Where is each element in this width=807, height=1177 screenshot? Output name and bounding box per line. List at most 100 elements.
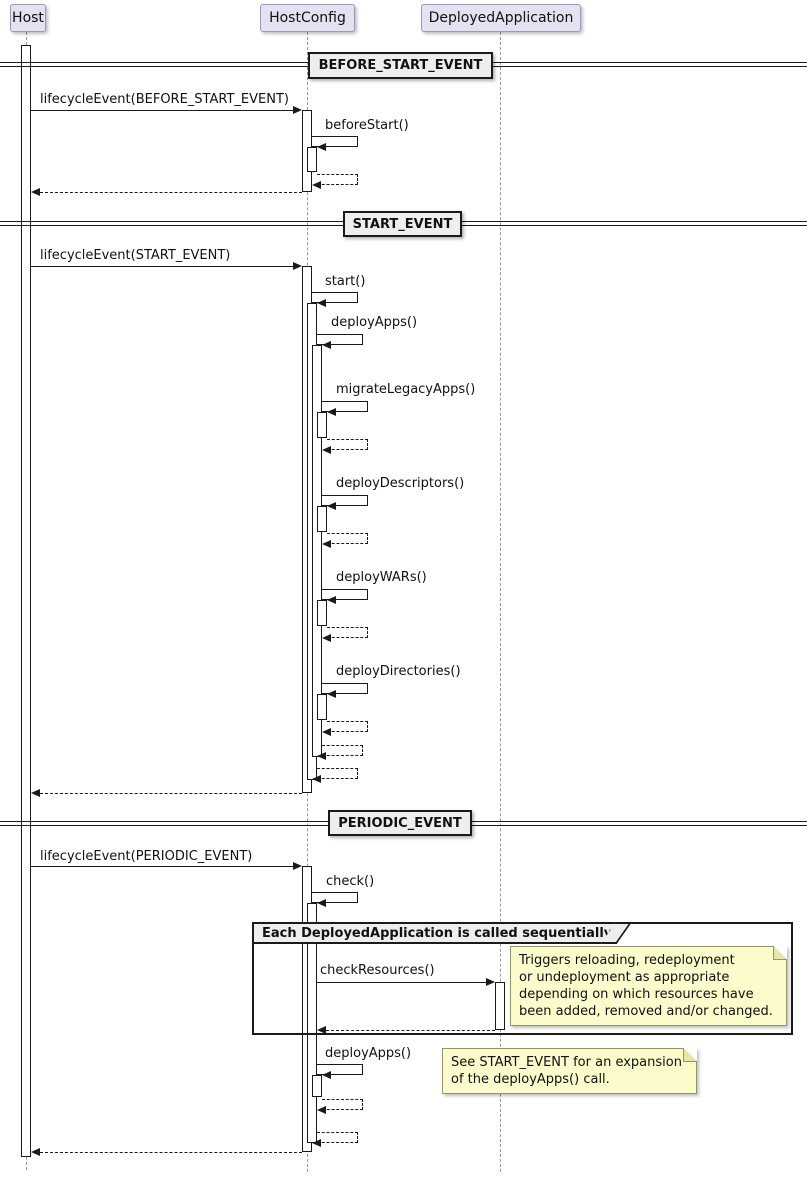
activation-deploy-wars <box>317 600 327 626</box>
lifeline-host-bottom <box>26 1157 27 1170</box>
group-label-text: Each DeployedApplication is called seque… <box>252 922 617 944</box>
divider-start-event: START_EVENT <box>343 211 462 237</box>
arrowhead-left <box>312 1139 321 1147</box>
group-label: Each DeployedApplication is called seque… <box>252 922 633 944</box>
participant-host: Host <box>10 4 46 32</box>
arrowhead-left <box>327 502 336 510</box>
message-line <box>317 982 486 983</box>
note-line: See START_EVENT for an expansion <box>451 1055 682 1070</box>
return-line <box>326 1030 495 1031</box>
self-call-before-start <box>312 136 358 147</box>
arrowhead-left <box>327 690 336 698</box>
self-call-migrate-legacy-apps <box>322 401 368 412</box>
note-line: or undeployment as appropriate <box>519 970 730 985</box>
lifeline-host <box>26 32 27 45</box>
self-return-start <box>317 768 358 779</box>
message-label-before-start: beforeStart() <box>325 118 409 133</box>
participant-label: HostConfig <box>269 10 346 26</box>
arrowhead-left <box>322 1071 331 1079</box>
message-label-lifecycle-start: lifecycleEvent(START_EVENT) <box>40 248 231 263</box>
arrowhead-right <box>293 862 302 870</box>
activation-deployedapplication <box>495 982 505 1030</box>
message-label-deploy-wars: deployWARs() <box>336 570 427 585</box>
return-line <box>40 192 302 193</box>
arrowhead-left <box>317 899 326 907</box>
arrowhead-right <box>293 262 302 270</box>
activation-host <box>21 45 31 1157</box>
arrowhead-left <box>317 1026 326 1034</box>
self-return-deploy-descriptors <box>327 533 368 544</box>
participant-hostconfig: HostConfig <box>260 4 355 32</box>
divider-periodic-event: PERIODIC_EVENT <box>328 810 472 836</box>
arrowhead-left <box>322 446 331 454</box>
message-line <box>31 866 293 867</box>
self-call-deploy-apps-periodic <box>317 1064 363 1075</box>
self-return-deploy-directories <box>327 721 368 732</box>
note-check-resources: Triggers reloading, redeployment or unde… <box>510 946 787 1026</box>
self-return-deploy-wars <box>327 627 368 638</box>
note-line: depending on which resources have <box>519 987 754 1002</box>
divider-label: PERIODIC_EVENT <box>338 815 462 831</box>
message-label-lifecycle-periodic: lifecycleEvent(PERIODIC_EVENT) <box>40 849 253 864</box>
message-label-deploy-directories: deployDirectories() <box>336 664 461 679</box>
self-return-deploy-apps <box>322 745 363 756</box>
activation-migrate-legacy-apps <box>317 412 327 438</box>
arrowhead-left <box>322 728 331 736</box>
divider-before-start-event: BEFORE_START_EVENT <box>308 52 493 79</box>
arrowhead-left <box>31 1148 40 1156</box>
arrowhead-left <box>327 596 336 604</box>
arrowhead-left <box>317 143 326 151</box>
arrowhead-left <box>317 752 326 760</box>
activation-hostconfig-before-2 <box>307 147 317 172</box>
self-call-deploy-directories <box>322 683 368 694</box>
arrowhead-left <box>31 188 40 196</box>
arrowhead-left <box>31 789 40 797</box>
message-label-deploy-descriptors: deployDescriptors() <box>336 476 465 491</box>
note-fold-icon <box>773 946 787 960</box>
arrowhead-left <box>322 341 331 349</box>
arrowhead-left <box>327 408 336 416</box>
activation-deploy-apps-periodic <box>312 1075 322 1097</box>
note-line: of the deployApps() call. <box>451 1072 610 1087</box>
participant-deployedapplication: DeployedApplication <box>421 4 581 32</box>
note-fold-icon <box>683 1048 697 1062</box>
message-label-lifecycle-before-start: lifecycleEvent(BEFORE_START_EVENT) <box>40 92 289 107</box>
arrowhead-left <box>322 540 331 548</box>
divider-label: START_EVENT <box>352 216 453 232</box>
self-call-start <box>312 292 358 303</box>
arrowhead-left <box>322 634 331 642</box>
arrowhead-left <box>317 1106 326 1114</box>
self-call-check <box>312 892 358 903</box>
note-deploy-apps: See START_EVENT for an expansion of the … <box>442 1048 697 1094</box>
note-line: been added, removed and/or changed. <box>519 1004 773 1019</box>
activation-deploy-directories <box>317 694 327 720</box>
divider-label: BEFORE_START_EVENT <box>318 58 483 73</box>
message-label-check-resources: checkResources() <box>320 963 435 978</box>
return-line <box>40 1152 302 1153</box>
arrowhead-left <box>312 775 321 783</box>
message-label-start: start() <box>325 274 366 289</box>
arrowhead-right <box>486 978 495 986</box>
message-line <box>31 266 293 267</box>
message-label-check: check() <box>326 874 375 889</box>
message-label-deploy-apps-periodic: deployApps() <box>325 1046 412 1061</box>
message-label-deploy-apps: deployApps() <box>331 315 418 330</box>
self-return-deploy-apps-periodic <box>322 1099 363 1110</box>
participant-label: Host <box>12 10 44 26</box>
message-label-migrate-legacy-apps: migrateLegacyApps() <box>336 382 476 397</box>
arrowhead-right <box>293 106 302 114</box>
self-call-deploy-apps <box>317 334 363 345</box>
self-return-migrate-legacy-apps <box>327 439 368 450</box>
participant-label: DeployedApplication <box>428 10 574 26</box>
arrowhead-left <box>312 181 321 189</box>
self-call-deploy-descriptors <box>322 495 368 506</box>
return-line <box>40 793 302 794</box>
message-line <box>31 110 293 111</box>
arrowhead-left <box>317 299 326 307</box>
self-return-check <box>317 1132 358 1143</box>
activation-deploy-descriptors <box>317 506 327 532</box>
self-call-deploy-wars <box>322 589 368 600</box>
self-return-before-start <box>317 174 358 185</box>
note-line: Triggers reloading, redeployment <box>519 953 735 968</box>
